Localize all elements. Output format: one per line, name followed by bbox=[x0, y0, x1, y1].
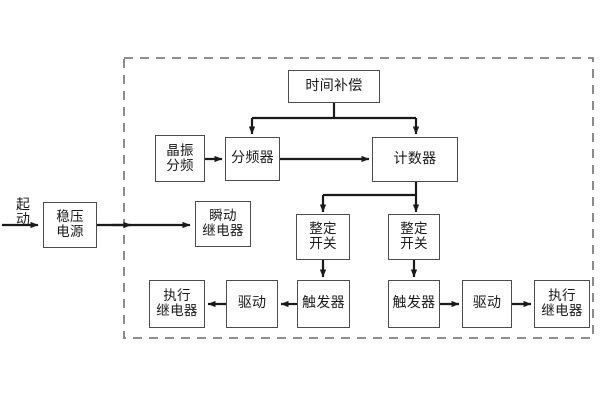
node-exec-relay-2[interactable]: 执行 继电器 bbox=[534, 280, 590, 328]
node-exec-relay-1[interactable]: 执行 继电器 bbox=[149, 280, 205, 328]
node-frequency-divider[interactable]: 分频器 bbox=[225, 137, 280, 181]
node-driver-1[interactable]: 驱动 bbox=[226, 280, 278, 328]
node-trigger-2[interactable]: 触发器 bbox=[388, 280, 440, 328]
node-counter[interactable]: 计数器 bbox=[372, 137, 458, 182]
node-set-switch-1[interactable]: 整定 开关 bbox=[296, 214, 350, 260]
node-instant-relay[interactable]: 瞬动 继电器 bbox=[195, 201, 251, 247]
device-boundary-rect bbox=[123, 57, 594, 339]
start-label: 起 动 bbox=[16, 197, 30, 229]
node-crystal-divider[interactable]: 晶振 分频 bbox=[155, 135, 205, 182]
node-time-compensation[interactable]: 时间补偿 bbox=[288, 70, 380, 103]
node-trigger-1[interactable]: 触发器 bbox=[297, 280, 350, 328]
node-driver-2[interactable]: 驱动 bbox=[462, 280, 512, 328]
node-power[interactable]: 稳压 电源 bbox=[43, 202, 97, 248]
node-set-switch-2[interactable]: 整定 开关 bbox=[388, 214, 440, 260]
